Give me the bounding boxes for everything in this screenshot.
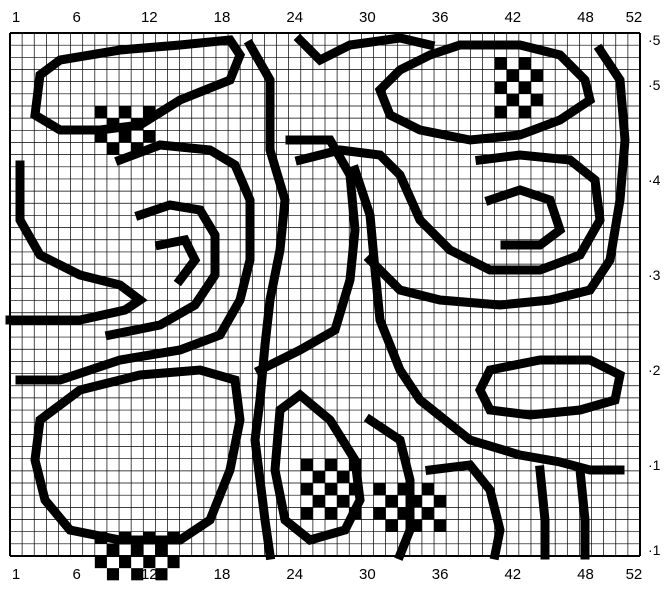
checker-cell — [313, 495, 325, 507]
motif-path — [300, 38, 430, 60]
column-tick-label-bottom: 18 — [214, 566, 231, 583]
checker-cell — [337, 471, 349, 483]
column-tick-label-top: 48 — [577, 9, 594, 26]
column-tick-label-top: 42 — [504, 9, 521, 26]
checker-cell — [434, 520, 446, 532]
row-tick-label: ·3 — [648, 267, 661, 283]
row-tick-label: ·1 — [648, 542, 661, 558]
checker-cell — [519, 106, 531, 118]
motif-path — [430, 465, 500, 555]
row-tick-label: ·5 — [648, 77, 661, 93]
checker-cell — [434, 495, 446, 507]
column-tick-label-top: 30 — [359, 9, 376, 26]
checker-cell — [373, 483, 385, 495]
checker-cell — [410, 495, 422, 507]
row-tick-label: ·4 — [648, 172, 661, 188]
motif-path — [480, 360, 620, 415]
checker-cell — [168, 532, 180, 544]
checker-cell — [337, 495, 349, 507]
column-tick-label-bottom: 48 — [577, 566, 594, 583]
checker-cell — [410, 520, 422, 532]
checker-cell — [507, 69, 519, 81]
checker-cell — [107, 118, 119, 130]
checker-cell — [507, 94, 519, 106]
checker-cell — [398, 483, 410, 495]
column-tick-label-bottom: 42 — [504, 566, 521, 583]
checker-cell — [301, 483, 313, 495]
checker-cell — [398, 507, 410, 519]
motif-path — [10, 165, 140, 320]
checker-cell — [373, 507, 385, 519]
checker-cell — [325, 459, 337, 471]
motif-path — [380, 45, 590, 140]
checker-cell — [107, 544, 119, 556]
checker-cell — [422, 507, 434, 519]
checker-cell — [119, 130, 131, 142]
row-tick-label: ·1 — [648, 457, 661, 473]
column-tick-label-top: 1 — [12, 9, 20, 26]
column-tick-label-top: 52 — [626, 9, 643, 26]
checker-cell — [143, 130, 155, 142]
checker-cell — [143, 532, 155, 544]
checker-cell — [495, 106, 507, 118]
checker-cell — [349, 507, 361, 519]
checker-cell — [107, 568, 119, 580]
checker-cell — [301, 507, 313, 519]
motif-path — [355, 170, 620, 470]
column-tick-label-top: 24 — [286, 9, 303, 26]
checker-cell — [119, 532, 131, 544]
column-tick-label-bottom: 52 — [626, 566, 643, 583]
motif-path — [110, 205, 215, 335]
checker-cell — [519, 82, 531, 94]
motif-path — [490, 190, 560, 245]
checker-cell — [95, 532, 107, 544]
checker-cell — [131, 118, 143, 130]
checker-cell — [107, 142, 119, 154]
checker-cell — [95, 556, 107, 568]
column-tick-label-bottom: 1 — [12, 566, 20, 583]
checker-cell — [143, 106, 155, 118]
checker-cell — [119, 106, 131, 118]
checker-cell — [386, 495, 398, 507]
checker-cell — [313, 471, 325, 483]
row-tick-label: ·5 — [648, 32, 661, 48]
checker-cell — [386, 520, 398, 532]
checker-cell — [349, 459, 361, 471]
checker-cell — [95, 130, 107, 142]
row-tick-label: ·2 — [648, 362, 661, 378]
motif-path — [275, 395, 360, 540]
motif-path — [35, 40, 240, 130]
checker-cell — [301, 459, 313, 471]
checker-cell — [95, 106, 107, 118]
checker-cell — [155, 544, 167, 556]
column-tick-label-bottom: 12 — [141, 566, 158, 583]
column-tick-label-bottom: 36 — [432, 566, 449, 583]
motif-path — [35, 370, 240, 540]
column-tick-label-bottom: 30 — [359, 566, 376, 583]
column-tick-label-top: 36 — [432, 9, 449, 26]
checker-cell — [168, 556, 180, 568]
motif-path — [160, 240, 195, 280]
checker-cell — [531, 69, 543, 81]
checker-cell — [422, 483, 434, 495]
checker-cell — [349, 483, 361, 495]
checker-cell — [131, 142, 143, 154]
column-tick-label-top: 18 — [214, 9, 231, 26]
checker-cell — [119, 556, 131, 568]
column-tick-label-top: 12 — [141, 9, 158, 26]
checker-cell — [131, 544, 143, 556]
checker-cell — [531, 94, 543, 106]
checker-cell — [495, 57, 507, 69]
checker-cell — [519, 57, 531, 69]
column-tick-label-top: 6 — [72, 9, 80, 26]
column-tick-label-bottom: 6 — [72, 566, 80, 583]
column-tick-label-bottom: 24 — [286, 566, 303, 583]
checker-cell — [325, 483, 337, 495]
checker-cell — [495, 82, 507, 94]
checker-cell — [325, 507, 337, 519]
